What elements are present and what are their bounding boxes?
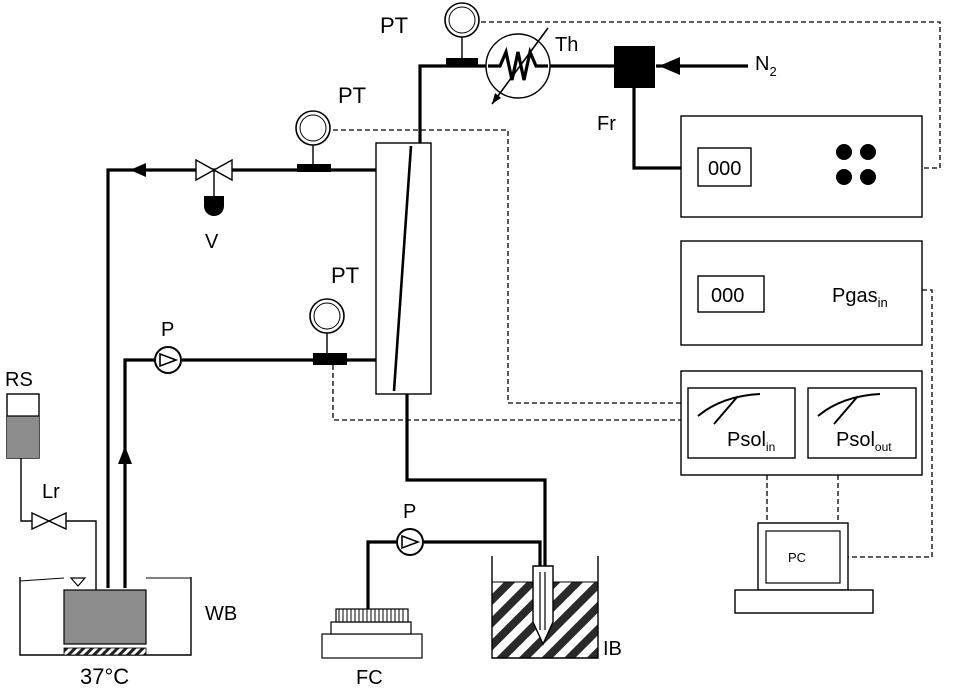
pt-top-label: PT bbox=[380, 13, 408, 38]
gas-pressure-box bbox=[680, 240, 923, 346]
psol-out-subscript: out bbox=[875, 440, 892, 454]
psol-out-main: Psol bbox=[836, 429, 875, 451]
rs-label: RS bbox=[5, 369, 33, 391]
pump-fc-label: P bbox=[403, 501, 416, 523]
valve-lr bbox=[31, 511, 67, 531]
lr-label: Lr bbox=[42, 481, 60, 503]
n2-label: N2 bbox=[755, 53, 777, 79]
pc bbox=[734, 522, 874, 614]
v-label: V bbox=[205, 231, 219, 253]
n2-subscript: 2 bbox=[769, 64, 776, 79]
heat-exchanger bbox=[485, 27, 551, 105]
psol-out-label: Psolout bbox=[836, 429, 892, 454]
pgas-main: Pgas bbox=[832, 285, 878, 307]
pump-inlet-label: P bbox=[161, 319, 174, 341]
pc-label: PC bbox=[788, 550, 806, 565]
pressure-transducer-low bbox=[309, 298, 347, 365]
th-label: Th bbox=[555, 34, 578, 56]
wb-label: WB bbox=[205, 603, 237, 625]
pt-low-label: PT bbox=[331, 263, 359, 288]
n2-main: N bbox=[755, 53, 769, 75]
fr-label: Fr bbox=[597, 113, 616, 135]
psol-in-label: Psolin bbox=[727, 429, 775, 454]
valve-v bbox=[195, 158, 233, 216]
outlet-flow-arrow bbox=[130, 163, 146, 177]
psol-in-subscript: in bbox=[766, 440, 775, 454]
display-top-value: 000 bbox=[708, 158, 741, 180]
reservoir bbox=[6, 393, 40, 459]
pressure-transducer-top bbox=[444, 2, 480, 66]
inlet-flow-arrow bbox=[118, 446, 132, 464]
ib-label: IB bbox=[603, 638, 622, 660]
pressure-transducer-mid bbox=[295, 110, 331, 172]
n2-inlet-arrow bbox=[659, 57, 680, 75]
ice-bath bbox=[491, 556, 599, 659]
psol-in-main: Psol bbox=[727, 429, 766, 451]
water-bath bbox=[19, 577, 192, 656]
pgas-subscript: in bbox=[878, 295, 888, 310]
pgas-in-label: Pgasin bbox=[832, 285, 888, 310]
pt-mid-label: PT bbox=[338, 83, 366, 108]
fraction-collector bbox=[321, 608, 423, 659]
solution-pressure-box bbox=[680, 370, 923, 476]
pump-fc bbox=[396, 528, 424, 556]
pump-inlet bbox=[154, 346, 182, 374]
fc-label: FC bbox=[356, 667, 383, 689]
display-mid-value: 000 bbox=[711, 285, 744, 307]
temperature-label: 37°C bbox=[80, 664, 129, 689]
column bbox=[375, 142, 432, 395]
flow-regulator bbox=[614, 46, 655, 88]
gas-flow-controller-box bbox=[680, 115, 923, 218]
signal-lines bbox=[332, 21, 941, 558]
